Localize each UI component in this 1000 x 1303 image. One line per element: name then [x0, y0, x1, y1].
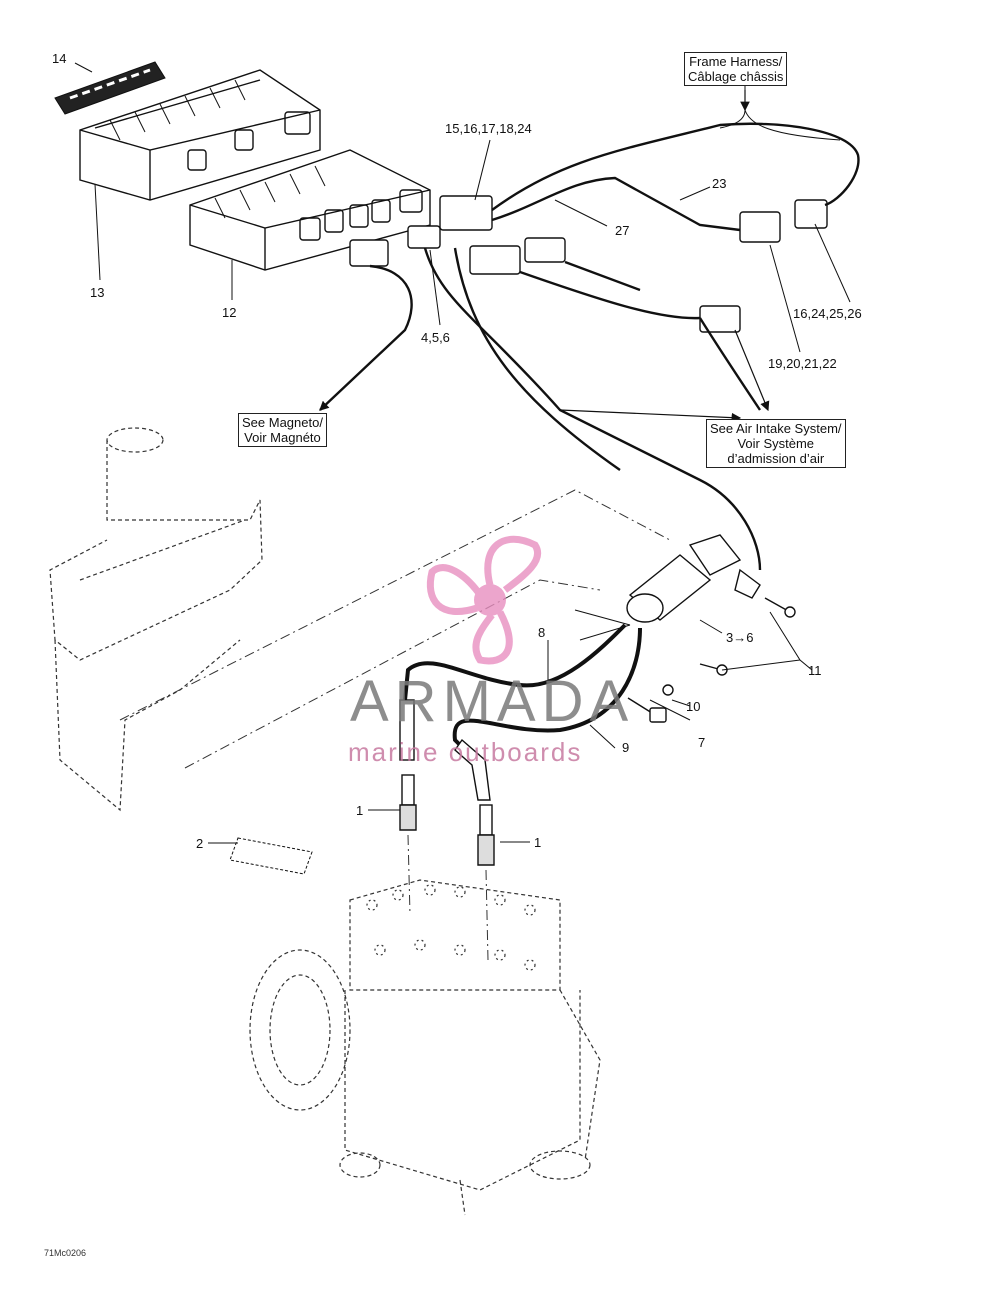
- decal-part: [54, 61, 166, 115]
- air-intake-line-3: d’admission d’air: [727, 451, 825, 466]
- leader-lines: [74, 55, 851, 844]
- part-label-16-24-25-26: 16,24,25,26: [793, 306, 862, 321]
- part-label-1-right: 1: [534, 835, 541, 850]
- part-label-23: 23: [712, 176, 726, 191]
- frame-harness-callout: Frame Harness/ Câblage châssis: [684, 52, 788, 86]
- part-label-3-6: 3→6: [726, 630, 753, 645]
- part-label-13: 13: [90, 285, 104, 300]
- part-label-27: 27: [615, 223, 629, 238]
- part-label-7: 7: [698, 735, 705, 750]
- part-label-19-22: 19,20,21,22: [768, 356, 837, 371]
- part-label-11: 11: [808, 663, 822, 678]
- part-label-2: 2: [196, 836, 203, 851]
- part-label-4-5-6: 4,5,6: [421, 330, 450, 345]
- upper-cover-part: [79, 69, 321, 201]
- spark-plug-left: [399, 699, 417, 831]
- propeller-icon: [426, 535, 542, 665]
- engine-block: [249, 879, 601, 1216]
- air-intake-line-1: See Air Intake System/: [710, 421, 842, 436]
- oil-tank: [49, 427, 263, 812]
- spark-plug-right: [454, 738, 495, 866]
- frame-harness-line-1: Frame Harness/: [689, 54, 783, 69]
- part-label-9: 9: [622, 740, 629, 755]
- frame-harness-line-2: Câblage châssis: [688, 69, 784, 84]
- harness-connectors: [349, 195, 828, 333]
- fasteners: [627, 597, 796, 723]
- ignition-coil: [626, 534, 761, 623]
- magneto-callout: See Magneto/ Voir Magnéto: [238, 413, 327, 447]
- sticker-part: [229, 837, 313, 875]
- part-label-14: 14: [52, 51, 66, 66]
- magneto-line-1: See Magneto/: [242, 415, 323, 430]
- part-label-12: 12: [222, 305, 236, 320]
- part-label-10: 10: [686, 699, 700, 714]
- magneto-line-2: Voir Magnéto: [244, 430, 321, 445]
- alignment-lines: [119, 489, 671, 961]
- part-label-1-left: 1: [356, 803, 363, 818]
- reference-arrows: [319, 90, 770, 423]
- lower-cover-part: [189, 149, 431, 271]
- part-label-8: 8: [538, 625, 545, 640]
- figure-code: 71Mc0206: [44, 1248, 87, 1258]
- air-intake-line-2: Voir Système: [737, 436, 815, 451]
- air-intake-callout: See Air Intake System/ Voir Système d’ad…: [706, 419, 846, 468]
- harness-wires: [319, 122, 860, 571]
- part-label-15-18-24: 15,16,17,18,24: [445, 121, 532, 136]
- ht-leads: [403, 623, 642, 757]
